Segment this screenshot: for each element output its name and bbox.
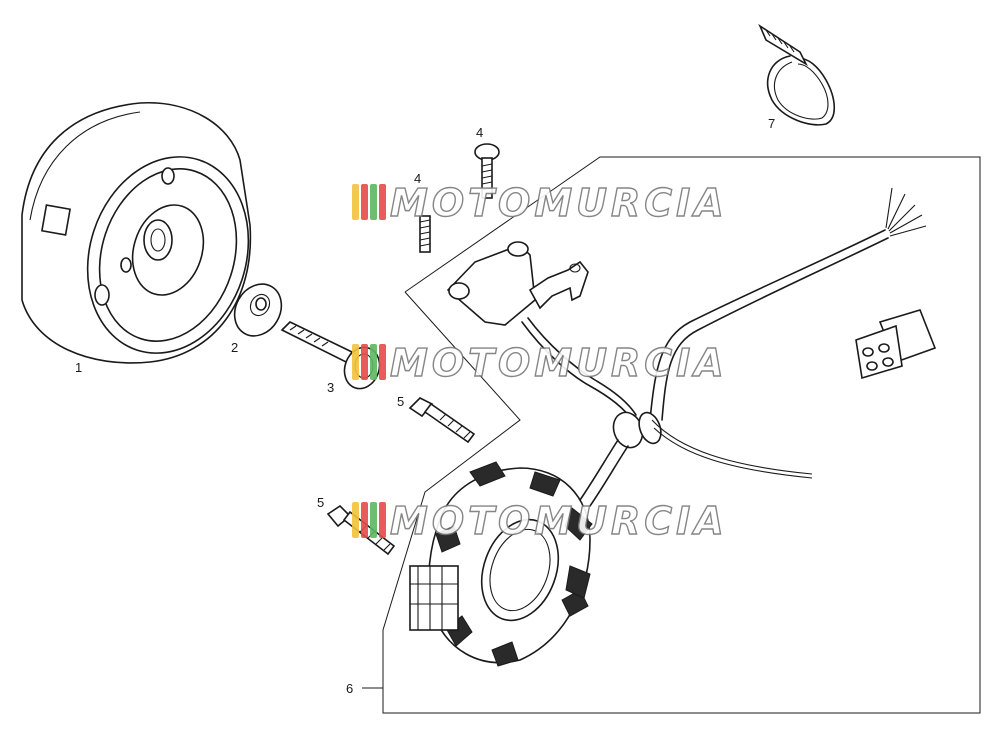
- watermark-text: MOTOMURCIA: [390, 341, 728, 385]
- watermark-stripe: [361, 344, 368, 380]
- watermark-stripe: [379, 502, 386, 538]
- part-label-3: 3: [327, 380, 334, 395]
- harness-connector: [855, 309, 937, 380]
- watermark-text: MOTOMURCIA: [390, 499, 728, 543]
- watermark-stripe: [379, 184, 386, 220]
- bolt-upper: [408, 397, 476, 444]
- screw-lower: [419, 215, 431, 253]
- flywheel-rotor: [21, 102, 252, 364]
- stator-assembly: [409, 187, 927, 667]
- part-label-7: 7: [768, 116, 775, 131]
- part-label-2: 2: [231, 340, 238, 355]
- part-label-4-upper: 4: [476, 125, 483, 140]
- watermark-bottom: MOTOMURCIA: [352, 498, 728, 544]
- watermark-stripe: [352, 184, 359, 220]
- watermark-text: MOTOMURCIA: [390, 181, 728, 225]
- watermark-stripe: [352, 344, 359, 380]
- watermark-stripe: [361, 184, 368, 220]
- screw-upper: [474, 143, 500, 199]
- watermark-stripe: [370, 184, 377, 220]
- watermark-stripe: [370, 344, 377, 380]
- watermark-stripe: [379, 344, 386, 380]
- part-label-6: 6: [346, 681, 353, 696]
- washer: [233, 283, 283, 337]
- part-label-5-lower: 5: [317, 495, 324, 510]
- part-label-4-lower: 4: [414, 171, 421, 186]
- watermark-stripe: [352, 502, 359, 538]
- watermark-stripe: [370, 502, 377, 538]
- watermark-middle: MOTOMURCIA: [352, 340, 728, 386]
- watermark-top: MOTOMURCIA: [352, 180, 728, 226]
- part-label-1: 1: [75, 360, 82, 375]
- assembly-bracket-outline: [382, 156, 981, 714]
- part-label-5-upper: 5: [397, 394, 404, 409]
- watermark-stripe: [361, 502, 368, 538]
- cable-tie: [758, 23, 836, 126]
